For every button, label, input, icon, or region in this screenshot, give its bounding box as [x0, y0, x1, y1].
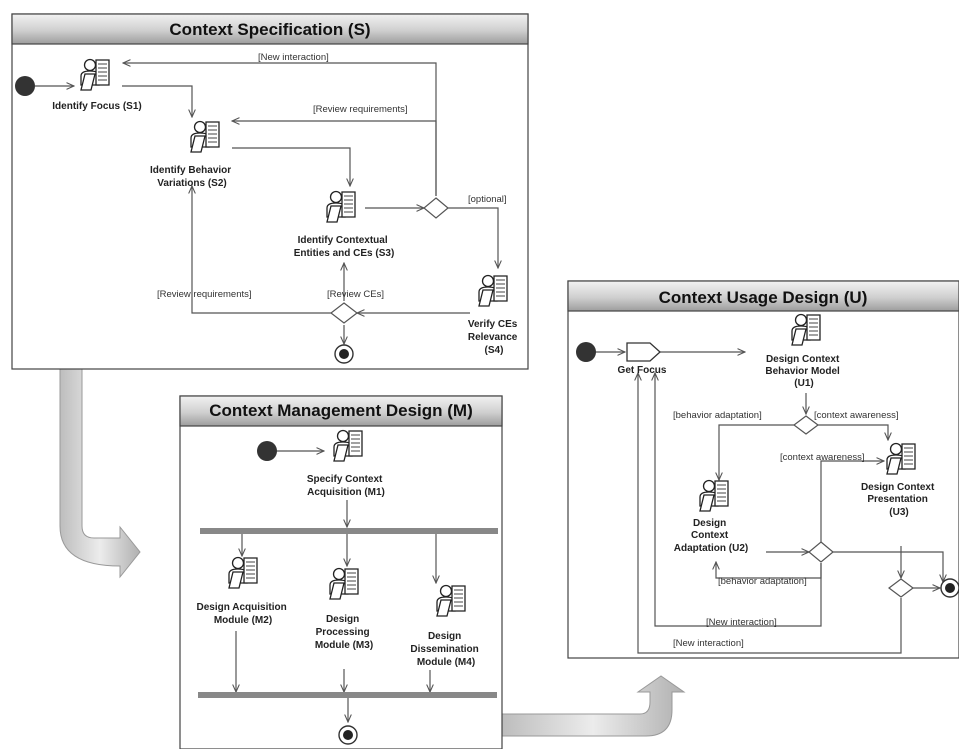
- decision-diamond-icon: [423, 197, 449, 219]
- activity-specify-context-acquisition[interactable]: Specify Context Acquisition (M1): [307, 429, 385, 499]
- person-with-document-icon: [791, 313, 821, 346]
- activity-label: Specify Context Acquisition (M1): [307, 474, 385, 498]
- person-with-document-icon: [190, 120, 220, 153]
- activity-label: Get Focus: [618, 365, 667, 376]
- guard-review-ces: [Review CEs]: [327, 289, 384, 300]
- final-node-icon: [334, 344, 354, 364]
- activity-label: Design Context Presentation (U3): [861, 482, 937, 518]
- initial-node-icon: [15, 76, 35, 96]
- activity-label: Identify Behavior Variations (S2): [150, 165, 234, 189]
- guard-review-requirements: [Review requirements]: [313, 104, 408, 115]
- activity-design-dissemination-module[interactable]: Design Dissemination Module (M4): [410, 584, 481, 669]
- person-with-document-icon: [699, 479, 729, 512]
- guard-new-interaction: [New interaction]: [673, 638, 744, 649]
- guard-behavior-adaptation: [behavior adaptation]: [673, 410, 762, 421]
- phase-flow-arrow-icon: [59, 367, 141, 579]
- guard-optional: [optional]: [468, 194, 507, 205]
- final-node-icon: [940, 578, 959, 598]
- decision-diamond-icon: [888, 578, 914, 598]
- initial-node-icon: [257, 441, 277, 461]
- panel-title: Context Management Design (M): [209, 401, 473, 420]
- decision-diamond-icon: [793, 415, 819, 435]
- activity-label: Design Context Adaptation (U2): [674, 518, 748, 554]
- join-bar: [198, 692, 497, 698]
- activity-label: Design Acquisition Module (M2): [197, 602, 290, 626]
- activity-design-processing-module[interactable]: Design Processing Module (M3): [315, 567, 373, 652]
- panel-s-edges: [35, 63, 498, 344]
- activity-label: Design Processing Module (M3): [315, 614, 373, 651]
- activity-identify-focus[interactable]: Identify Focus (S1): [52, 58, 142, 113]
- fork-bar: [200, 528, 498, 534]
- person-with-document-icon: [329, 567, 359, 600]
- activity-label: Identify Focus (S1): [52, 101, 141, 112]
- panel-m-edges: [236, 451, 436, 722]
- send-signal-icon: [626, 342, 661, 362]
- final-node-icon: [338, 725, 358, 745]
- activity-design-context-adaptation[interactable]: Design Context Adaptation (U2): [674, 479, 748, 555]
- person-with-document-icon: [436, 584, 466, 617]
- decision-diamond-icon: [330, 302, 358, 324]
- activity-design-acquisition-module[interactable]: Design Acquisition Module (M2): [197, 556, 290, 627]
- person-with-document-icon: [326, 190, 356, 223]
- phase-flow-arrow-icon: [501, 675, 686, 737]
- initial-node-icon: [576, 342, 596, 362]
- activity-design-context-behavior-model[interactable]: Design Context Behavior Model (U1): [765, 313, 842, 390]
- guard-new-interaction: [New interaction]: [706, 617, 777, 628]
- person-with-document-icon: [478, 274, 508, 307]
- activity-verify-ces-relevance[interactable]: Verify CEs Relevance (S4): [468, 274, 520, 357]
- activity-identify-contextual-entities[interactable]: Identify Contextual Entities and CEs (S3…: [294, 190, 395, 260]
- decision-diamond-icon: [808, 541, 834, 563]
- signal-get-focus[interactable]: Get Focus: [618, 342, 667, 376]
- activity-identify-behavior-variations[interactable]: Identify Behavior Variations (S2): [150, 120, 234, 190]
- guard-context-awareness: [context awareness]: [780, 452, 865, 463]
- person-with-document-icon: [886, 442, 916, 475]
- activity-design-context-presentation[interactable]: Design Context Presentation (U3): [861, 442, 937, 519]
- activity-label: Design Dissemination Module (M4): [410, 631, 481, 668]
- person-with-document-icon: [80, 58, 110, 91]
- activity-label: Design Context Behavior Model (U1): [765, 354, 842, 389]
- person-with-document-icon: [333, 429, 363, 462]
- guard-behavior-adaptation: [behavior adaptation]: [718, 576, 807, 587]
- guard-context-awareness: [context awareness]: [814, 410, 899, 421]
- panel-title: Context Specification (S): [169, 20, 370, 39]
- activity-label: Verify CEs Relevance (S4): [468, 319, 520, 356]
- guard-review-requirements: [Review requirements]: [157, 289, 252, 300]
- activity-label: Identify Contextual Entities and CEs (S3…: [294, 235, 395, 259]
- guard-new-interaction: [New interaction]: [258, 52, 329, 63]
- panel-u-edges: [595, 352, 943, 654]
- person-with-document-icon: [228, 556, 258, 589]
- panel-title: Context Usage Design (U): [659, 288, 868, 307]
